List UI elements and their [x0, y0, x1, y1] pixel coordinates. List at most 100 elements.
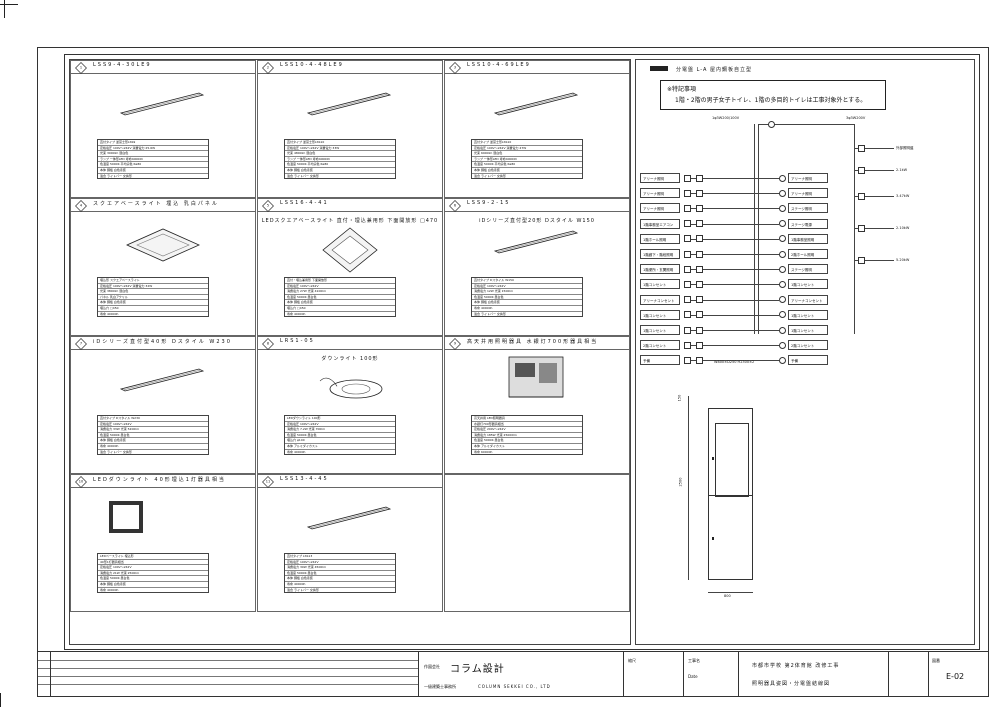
- load-symbol: [779, 311, 786, 319]
- spec-row: 適合 ライトバー 交換形: [474, 311, 506, 316]
- panelboard-diagram: 分電盤 L-A 屋内鋼板自立型 ※特記事項 1階・2階の男子女子トイレ、1階の多…: [635, 59, 975, 645]
- fixture-illustration: [304, 87, 394, 121]
- spec-row: 色温度 5000K 昼白色: [472, 438, 582, 444]
- cell-number: 5: [262, 200, 274, 212]
- breaker-symbol: [696, 326, 703, 334]
- load-feed-line: [854, 228, 894, 229]
- note-title: ※特記事項: [667, 86, 697, 93]
- load-feed-line: [854, 170, 894, 171]
- spec-row: 高天井用 LED照明器具: [472, 416, 582, 422]
- circuit-label-left: 1階ホール照明: [640, 233, 680, 244]
- load-symbol: [779, 250, 786, 258]
- breaker-symbol: [696, 189, 703, 197]
- cell-title: iDシリーズ直付型40形 Dスタイル W230: [93, 339, 232, 345]
- spec-row: ランプ 一体形LED 寿命40000h: [98, 157, 208, 163]
- breaker-symbol: [684, 189, 691, 197]
- cell-title: LSS9-4-30LE9: [93, 62, 152, 68]
- breaker-symbol: [684, 265, 691, 273]
- circuit-label-left: アリーナ照明: [640, 203, 680, 214]
- spec-row: 適合 ライトバー 交換形: [100, 449, 132, 454]
- spec-row: 本体 鋼板 白色塗装: [472, 168, 582, 174]
- height-dimension: 2500: [678, 477, 683, 487]
- spec-row: 色温度 5000K 平均演色 Ra80: [98, 162, 208, 168]
- fixture-illustration: [316, 367, 386, 411]
- sub-feed-label: 1φ3W200/100V: [712, 116, 740, 120]
- breaker-symbol: [696, 296, 703, 304]
- cell-number: 6: [449, 200, 461, 212]
- date-label: Date: [688, 674, 698, 679]
- cell-title: スクエアベースライト 埋込 乳白パネル: [93, 201, 219, 207]
- breaker-symbol: [684, 341, 691, 349]
- spec-row: 40形1灯器具相当: [98, 560, 208, 566]
- spec-row: 色温度 5000K 昼白色: [285, 571, 395, 577]
- circuit-line: [691, 299, 779, 301]
- spec-row: 埋込形 スクエアベースライト: [98, 278, 208, 284]
- cell-title: LSS9-2-15: [467, 200, 511, 206]
- load-label: 5.20kW: [896, 258, 910, 262]
- spec-row: 消費電力 33W 光束 5200lm: [98, 427, 208, 433]
- company-name: コラム設計: [450, 664, 505, 675]
- title-marker: [650, 66, 668, 71]
- spec-row: 本体 鋼板 白色塗装: [98, 582, 208, 588]
- breaker-symbol: [696, 220, 703, 228]
- load-symbol: [779, 220, 786, 228]
- circuit-label-left: 1階コンセント: [640, 279, 680, 290]
- circuit-label-left: 1階コンセント: [640, 309, 680, 320]
- cell-number: 1: [75, 62, 87, 74]
- cell-subtitle: iDシリーズ直付型20形 Dスタイル W150: [479, 218, 595, 224]
- circuit-label-left: アリーナ照明: [640, 173, 680, 183]
- cell-subtitle: ダウンライト 100形: [321, 356, 379, 362]
- cell-number: 4: [75, 200, 87, 212]
- breaker-symbol: [858, 256, 865, 264]
- spec-row: 定格電圧 100V〜242V: [285, 284, 395, 290]
- spec-row: 適合 ライトバー 交換形: [100, 173, 132, 178]
- fixture-illustration: [501, 351, 571, 411]
- spec-row: 定格電圧 100V〜242V: [472, 284, 582, 290]
- breaker-symbol: [696, 204, 703, 212]
- luminaire-cell: 4 スクエアベースライト 埋込 乳白パネル埋込形 スクエアベースライト定格電圧 1…: [70, 198, 256, 336]
- spec-row: 定格電圧 100V〜242V: [285, 422, 395, 428]
- breaker-symbol: [696, 250, 703, 258]
- spec-row: 寿命 40000h: [287, 311, 306, 316]
- spec-row: 消費電力 185W 光束 25000lm: [472, 433, 582, 439]
- breaker-symbol: [696, 311, 703, 319]
- cell-header: 6 LSS9-2-15: [445, 199, 629, 212]
- feed-line: [758, 124, 854, 125]
- title-block: 作図会社 コラム設計 一級建築士事務所 COLUMN SEKKEI CO., L…: [38, 651, 988, 696]
- breaker-symbol: [858, 192, 865, 200]
- spec-row: 消費電力 27W 光束 4100lm: [285, 289, 395, 295]
- spec-row: LEDダウンライト 100形: [285, 416, 395, 422]
- load-feed-line: [854, 148, 894, 149]
- cabinet-note: W800×D250 H2300×2: [714, 360, 755, 364]
- circuit-line: [691, 269, 779, 271]
- circuit-label-left: アリーナ照明: [640, 188, 680, 199]
- empty-cell: [444, 474, 630, 612]
- circuit-label-right: アリーナコンセント: [788, 294, 828, 305]
- spec-row: 光束 3000lm 昼白色: [98, 151, 208, 157]
- spec-row: 本体 鋼板 白色塗装: [285, 576, 395, 582]
- breaker-symbol: [696, 280, 703, 288]
- circuit-line: [691, 223, 779, 225]
- spec-row: 適合 ライトバー 交換形: [287, 173, 319, 178]
- circuit-line: [691, 178, 779, 179]
- company-label: 作図会社: [424, 664, 440, 669]
- cell-title: LSS16-4-41: [280, 200, 329, 206]
- breaker-symbol: [684, 235, 691, 243]
- load-feed-line: [854, 260, 894, 261]
- spec-row: 本体 鋼板 白色塗装: [285, 300, 395, 306]
- note-body: 1階・2階の男子女子トイレ、1階の多目的トイレは工事対象外とする。: [675, 97, 867, 104]
- cell-number: 8: [262, 338, 274, 350]
